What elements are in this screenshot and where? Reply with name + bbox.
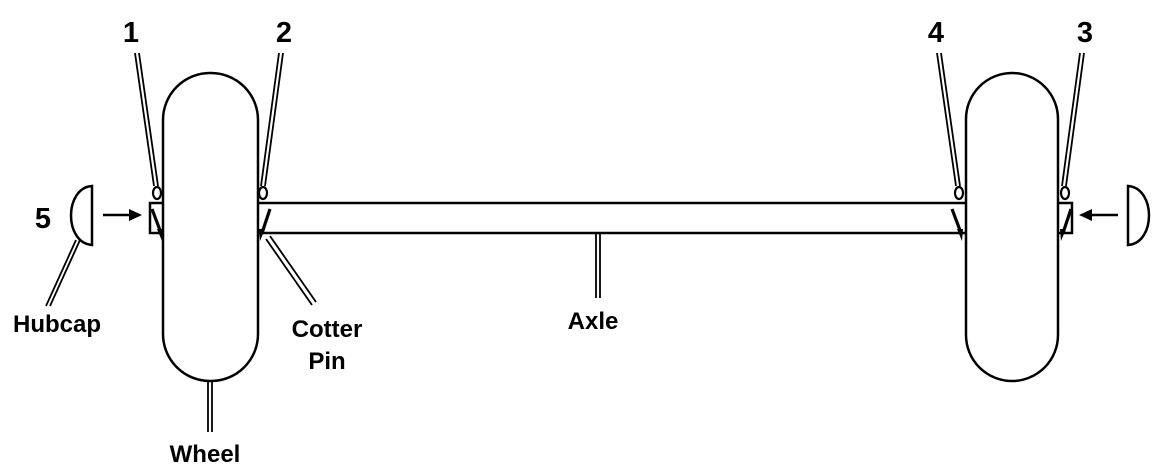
wheel-label: Wheel <box>170 441 241 468</box>
washer-3 <box>1059 185 1071 201</box>
right-hubcap <box>1126 184 1151 247</box>
callout-3: 3 <box>1077 17 1093 49</box>
leader-1 <box>134 52 159 187</box>
left-hubcap <box>69 184 94 247</box>
cotter-pin-inner-right <box>950 208 963 241</box>
leader-3 <box>1061 52 1085 187</box>
axle-label: Axle <box>568 308 619 335</box>
leader-2 <box>260 52 284 187</box>
axle-shaft <box>148 201 1074 235</box>
cotter-pin-label-line2: Pin <box>308 348 345 375</box>
cotter-pin-inner-left <box>259 208 272 241</box>
left-arrow <box>103 209 142 221</box>
callout-5: 5 <box>35 203 51 235</box>
left-wheel <box>161 71 260 383</box>
washer-1 <box>151 185 163 201</box>
right-wheel <box>964 71 1060 383</box>
callout-4: 4 <box>928 17 944 49</box>
right-arrow <box>1079 209 1118 221</box>
cotter-pin-outer-left <box>150 208 163 241</box>
callout-2: 2 <box>276 17 292 49</box>
leader-cotter-pin <box>265 235 317 306</box>
cotter-pin-outer-right <box>1060 208 1073 241</box>
washer-2 <box>257 185 269 201</box>
callout-1: 1 <box>123 17 139 49</box>
leader-wheel <box>207 381 213 432</box>
cotter-pin-label-line1: Cotter <box>292 316 363 343</box>
leader-axle <box>595 233 601 298</box>
washer-4 <box>953 185 965 201</box>
leader-4 <box>936 52 961 187</box>
hubcap-label: Hubcap <box>13 311 101 338</box>
leader-hubcap <box>45 239 81 307</box>
